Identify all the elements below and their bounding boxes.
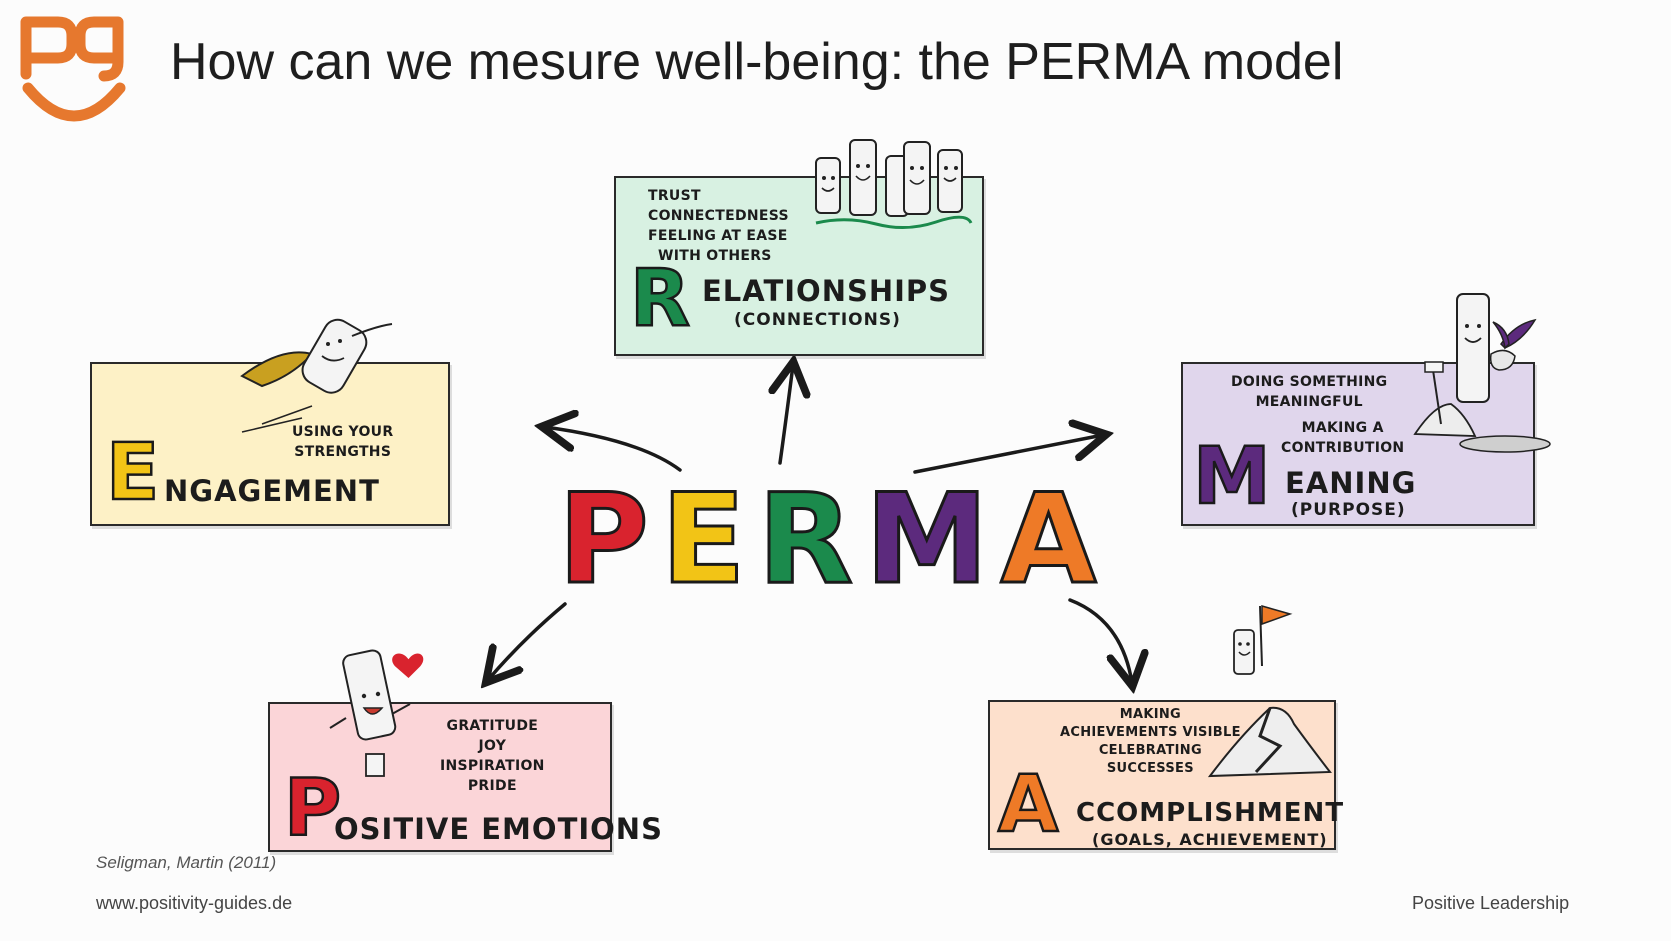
accomplishment-sub: (GOALS, ACHIEVEMENT) [1092,830,1328,849]
happy-character-illustration-icon [329,649,424,777]
positivity-guides-logo-icon [20,16,126,122]
note-gratitude: Gratitude [446,718,539,734]
positive-word: OSITIVE EMOTIONS [334,812,663,846]
note-doing-something: Doing something [1231,374,1388,390]
meaning-notes-top: Doing something meaningful [1231,372,1387,412]
perma-letter-m: M [864,468,1001,612]
mountain-flag-illustration-icon [1207,605,1332,778]
arrow-to-engagement [545,427,682,472]
engagement-notes: Using your strengths [292,422,393,462]
meaning-card: Doing something meaningful Making a cont… [1181,293,1551,526]
relationships-letter: R [629,254,692,344]
friends-illustration-icon [815,139,973,229]
relationships-card: Trust Connectedness Feeling at ease with… [614,139,984,356]
meaning-letter: M [1192,432,1272,522]
perma-acronym: PERMA [557,477,1108,604]
note-strengths: strengths [294,444,392,460]
accomplishment-notes: Making achievements visible Celebrating … [1060,706,1241,778]
accomplishment-card: Making achievements visible Celebrating … [988,605,1343,850]
note-pride: Pride [467,778,517,794]
note-making-a: Making a [1301,420,1384,436]
note-celebrating: Celebrating [1098,743,1202,758]
arrow-to-meaning [913,435,1103,474]
positive-notes: Gratitude Joy Inspiration Pride [440,716,545,796]
accomplishment-letter: A [997,760,1060,850]
meaning-word: EANING [1285,466,1417,500]
website-link[interactable]: www.positivity-guides.de [96,893,293,913]
footer-brand: Positive Leadership [1412,893,1570,913]
relationships-word: ELATIONSHIPS [702,274,951,308]
perma-letter-r: R [756,468,866,612]
note-contribution: contribution [1281,440,1405,456]
accomplishment-word: CCOMPLISHMENT [1076,798,1345,828]
note-making: Making [1119,707,1182,722]
citation: Seligman, Martin (2011) [96,853,277,872]
arrow-to-positive [488,602,567,680]
perma-letter-a: A [999,468,1109,612]
positive-letter: P [283,764,343,854]
note-achievements-visible: achievements visible [1060,725,1241,740]
perma-letter-e: E [659,468,758,612]
relationships-notes: Trust Connectedness Feeling at ease with… [648,186,789,266]
note-trust: Trust [648,188,701,204]
note-feeling-at-ease: Feeling at ease [648,228,788,244]
note-meaningful: meaningful [1255,394,1363,410]
perma-letter-p: P [557,468,661,612]
engagement-card: Using your strengths E NGAGEMENT [90,318,450,526]
note-with-others: with others [658,248,772,264]
note-using-your: Using your [292,424,394,440]
meaning-notes-bottom: Making a contribution [1281,418,1404,458]
arrow-to-relationships [780,365,793,465]
positive-emotions-card: Gratitude Joy Inspiration Pride P OSITIV… [268,649,662,854]
arrow-to-accomplishment [1068,598,1132,683]
engagement-word: NGAGEMENT [164,474,380,508]
note-successes: successes [1106,761,1194,776]
note-inspiration: Inspiration [440,758,545,774]
relationships-sub: (CONNECTIONS) [734,310,901,330]
note-joy: Joy [478,738,507,754]
page-title: How can we mesure well-being: the PERMA … [170,33,1344,91]
engagement-letter: E [105,428,161,518]
superhero-illustration-icon [240,318,393,433]
note-connectedness: Connectedness [648,208,789,224]
planting-illustration-icon [1413,293,1551,453]
meaning-sub: (PURPOSE) [1291,500,1406,520]
